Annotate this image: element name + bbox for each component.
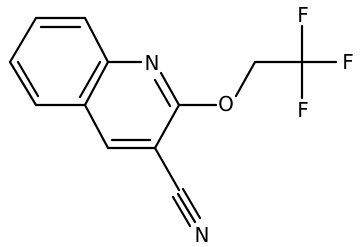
bond-n1-c2 xyxy=(159,71,181,107)
atom-label-ring-nitrogen: N xyxy=(145,51,160,75)
bond-cn-triple-a xyxy=(176,192,197,224)
atom-label-ether-oxygen: O xyxy=(218,92,234,116)
bond-c6-c7 xyxy=(8,16,38,64)
bond-n1-c2-inner xyxy=(153,78,172,108)
bond-cn-triple-c xyxy=(171,195,192,228)
bond-o-ch2 xyxy=(234,60,257,98)
bond-cn-triple-b xyxy=(181,187,202,220)
bond-c5-c6 xyxy=(8,60,38,107)
atom-label-fluorine-bottom: F xyxy=(297,98,309,122)
bond-c2-c3 xyxy=(153,103,181,150)
bond-c4-c4a xyxy=(83,103,110,150)
bond-c8a-c4a xyxy=(83,60,110,107)
bond-c8a-c4a-inner xyxy=(78,60,102,99)
atom-label-fluorine-right: F xyxy=(342,50,354,74)
atom-label-fluorine-top: F xyxy=(297,3,309,27)
bond-c3-cn xyxy=(153,146,181,192)
bond-c5-c6-inner xyxy=(16,60,40,98)
atom-label-nitrile-nitrogen: N xyxy=(195,223,210,247)
bond-c8-c8a xyxy=(83,16,110,64)
